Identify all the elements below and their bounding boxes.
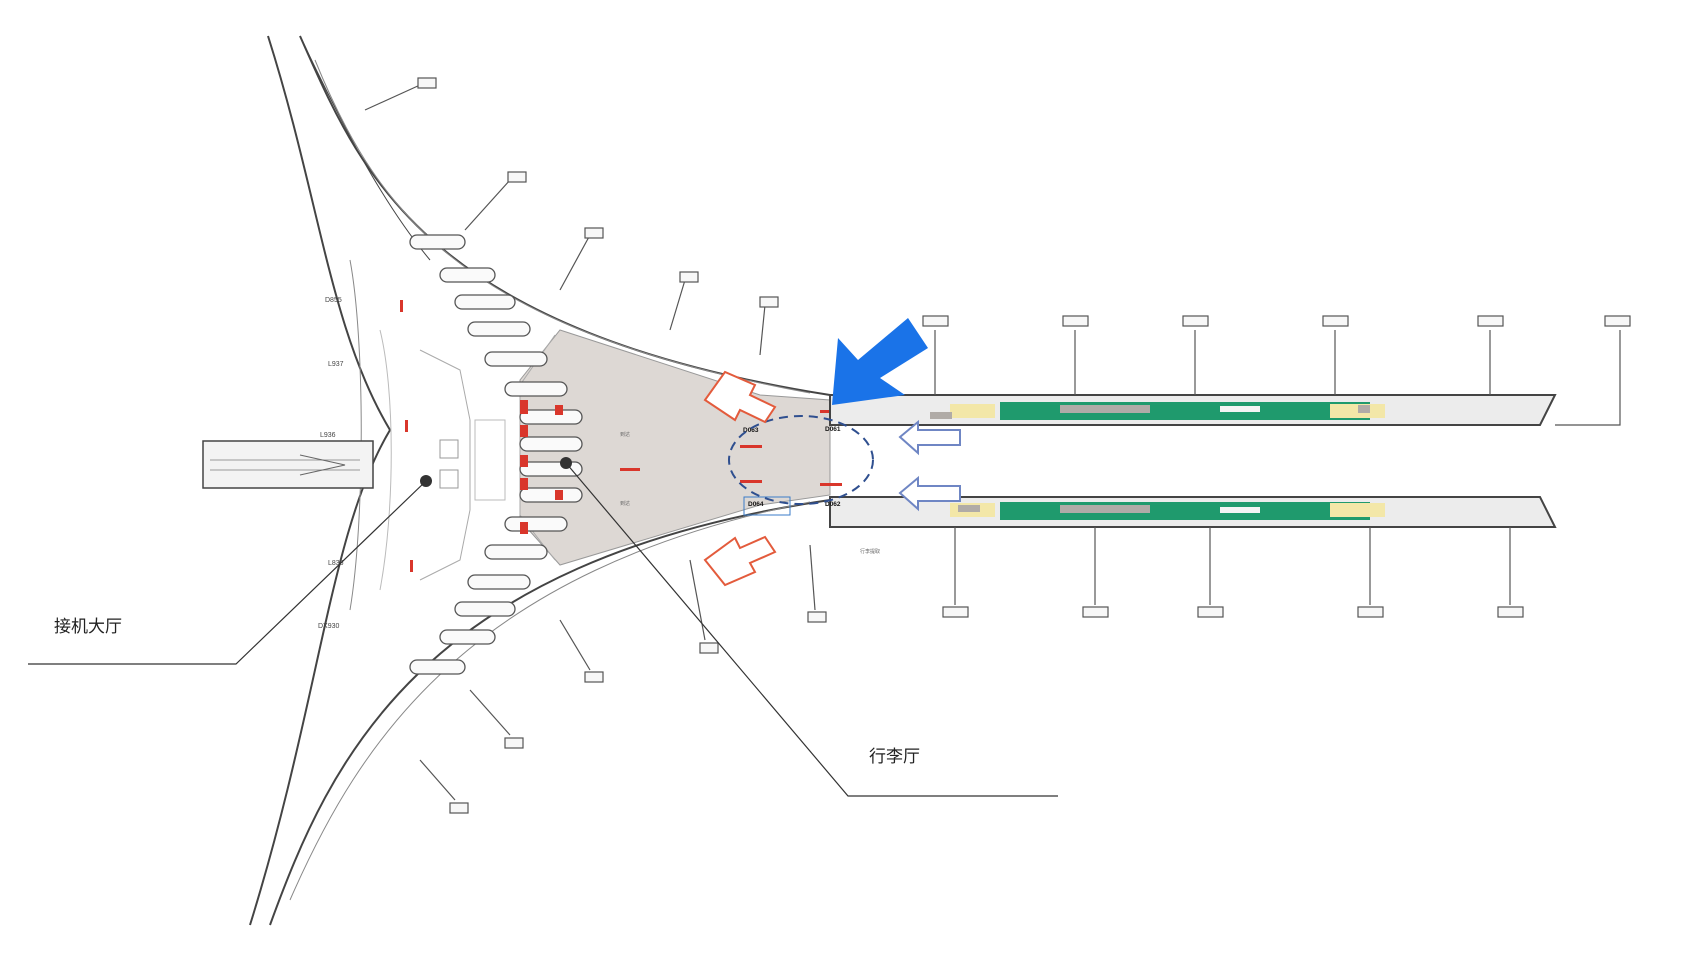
tiny-map-annotations: 到达 到达 行李提取 [620,431,880,555]
east-piers [829,315,1631,618]
red-outline-arrow-down [703,535,777,587]
west-jet-bridges [364,77,827,814]
baggage-carousels [409,234,583,675]
west-pier-labels: D855 L937 L936 L835 DX930 [318,297,344,630]
west-concourse [202,35,831,926]
svg-text:到达: 到达 [620,431,630,438]
callout-baggage-hall [560,457,1058,797]
svg-text:D061: D061 [825,426,841,433]
svg-text:DX930: DX930 [318,623,340,630]
svg-text:行李提取: 行李提取 [860,548,880,555]
callout-arrival-hall [28,475,432,665]
gate-codes: D063 D061 D064 D062 [743,426,841,516]
svg-text:L835: L835 [328,560,344,567]
label-arrival-hall: 接机大厅 [54,617,122,637]
big-blue-arrow [832,318,928,405]
svg-text:L937: L937 [328,361,344,368]
red-outline-arrow-up [703,370,777,424]
blue-outline-arrow-upper [898,419,961,456]
svg-text:D063: D063 [743,427,759,434]
svg-text:D062: D062 [825,501,841,508]
svg-text:到达: 到达 [620,500,630,507]
svg-text:D064: D064 [748,501,764,508]
svg-text:D855: D855 [325,297,342,304]
highlight-dashed-ellipse [728,415,874,505]
blue-outline-arrow-lower [898,475,961,512]
label-baggage-hall: 行李厅 [869,747,920,767]
svg-text:L936: L936 [320,432,336,439]
red-markers [400,300,842,572]
